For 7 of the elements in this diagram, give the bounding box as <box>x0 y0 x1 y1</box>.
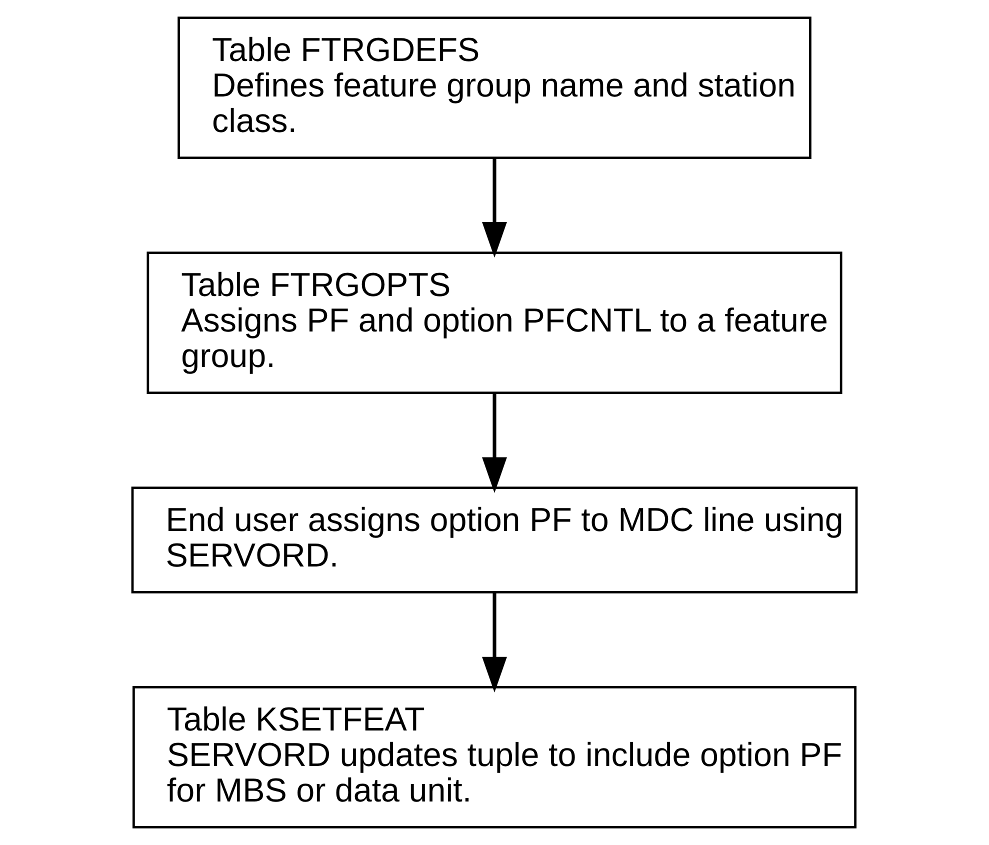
node-box: Table KSETFEAT SERVORD updates tuple to include option PF for MBS or data unit. <box>132 686 856 828</box>
arrow <box>482 394 507 493</box>
node-box: End user assigns option PF to MDC line using SERVORD. <box>131 486 858 594</box>
arrow <box>482 158 507 258</box>
node-box: Table FTRGOPTS Assigns PF and option PFCNTL to a feature group. <box>146 252 842 394</box>
arrow <box>482 592 507 693</box>
node-box: Table FTRGDEFS Defines feature group name and station class. <box>178 16 812 159</box>
